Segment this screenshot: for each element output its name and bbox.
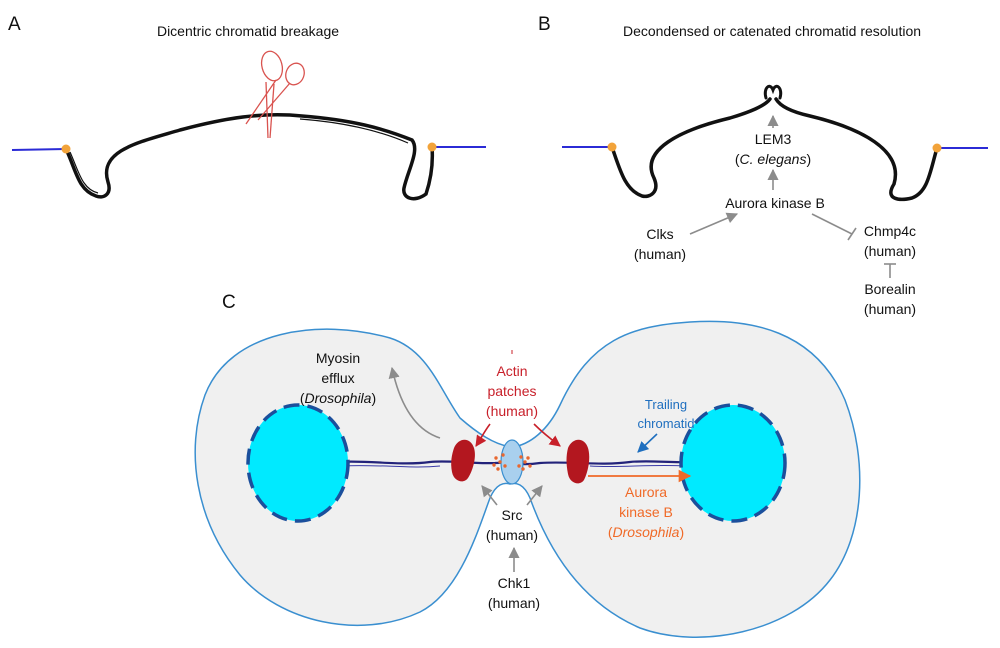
trailing-chromatid-arrow — [637, 433, 658, 453]
panel-b-title: Decondensed or catenated chromatid resol… — [623, 23, 921, 39]
scissors-icon — [245, 50, 305, 139]
actin-arrow-right — [533, 423, 561, 447]
midbody — [500, 439, 524, 485]
clks-label: Clks — [646, 226, 673, 242]
src-label-line1: Src — [502, 507, 523, 523]
src-puncta — [492, 453, 532, 471]
actin-label-line1: Actin — [496, 363, 527, 379]
actin-patch-left — [451, 439, 475, 482]
centromere-left-a — [61, 144, 71, 154]
panel-a-title: Dicentric chromatid breakage — [157, 23, 339, 39]
trailing-chromatid-strand — [339, 464, 687, 468]
panel-a-letter: A — [8, 14, 21, 35]
aurora-c-label-line2: kinase B — [619, 504, 673, 520]
borealin-species-label: (human) — [864, 301, 916, 317]
src-arrow-right — [526, 485, 543, 506]
panel-b-letter: B — [538, 14, 551, 35]
catenated-knot — [763, 84, 783, 100]
nucleus-left — [246, 403, 350, 523]
chromatid-right-arm-b — [774, 97, 939, 202]
panel-a: A Dicentric chromatid breakage — [8, 14, 486, 201]
spindle-line-left-a — [11, 148, 67, 151]
src-label-line2: (human) — [486, 527, 538, 543]
clks-species-label: (human) — [634, 246, 686, 262]
panel-b: B Decondensed or catenated chromatid res… — [538, 14, 988, 317]
aurora-c-label-line1: Aurora — [625, 484, 667, 500]
src-arrow-left — [481, 485, 498, 506]
myosin-label-line1: Myosin — [316, 350, 360, 366]
myosin-efflux-arrow — [388, 366, 441, 439]
chmp4c-species-label: (human) — [864, 243, 916, 259]
myosin-label-line2: efflux — [321, 370, 354, 386]
borealin-label: Borealin — [864, 281, 915, 297]
clks-to-aurora-arrow — [689, 212, 739, 235]
chmp4c-label: Chmp4c — [864, 223, 916, 239]
chmp4c-inhibition-bar — [847, 227, 857, 241]
centromere-right-b — [932, 143, 942, 153]
actin-patch-right — [566, 439, 590, 484]
myosin-species-label: (Drosophila) — [300, 390, 376, 406]
centromere-right-a — [427, 142, 437, 152]
actin-arrow-left — [475, 423, 491, 447]
chk1-label-line2: (human) — [488, 595, 540, 611]
chmp4c-inhibits-aurora — [811, 213, 853, 235]
chromatid-left-arm-b — [610, 97, 772, 199]
nucleus-right — [679, 403, 787, 523]
aurora-kinase-b-label: Aurora kinase B — [725, 195, 825, 211]
dicentric-chromatid — [64, 113, 435, 201]
aurora-c-species-label: (Drosophila) — [608, 524, 684, 540]
panel-c-letter: C — [222, 292, 236, 313]
dividing-cell-outline — [194, 320, 861, 638]
panel-c: C Myosin efflux (Drosophila) Actin patch… — [194, 292, 861, 638]
actin-label-line2: patches — [487, 383, 536, 399]
chromatid-strand-detail — [69, 118, 409, 194]
trailing-label-line2: chromatid — [637, 416, 694, 431]
lem3-label: LEM3 — [755, 131, 792, 147]
centromere-left-b — [607, 142, 617, 152]
lem3-species-label: (C. elegans) — [735, 151, 811, 167]
trailing-label-line1: Trailing — [645, 397, 687, 412]
chk1-label-line1: Chk1 — [498, 575, 531, 591]
actin-label-line3: (human) — [486, 403, 538, 419]
